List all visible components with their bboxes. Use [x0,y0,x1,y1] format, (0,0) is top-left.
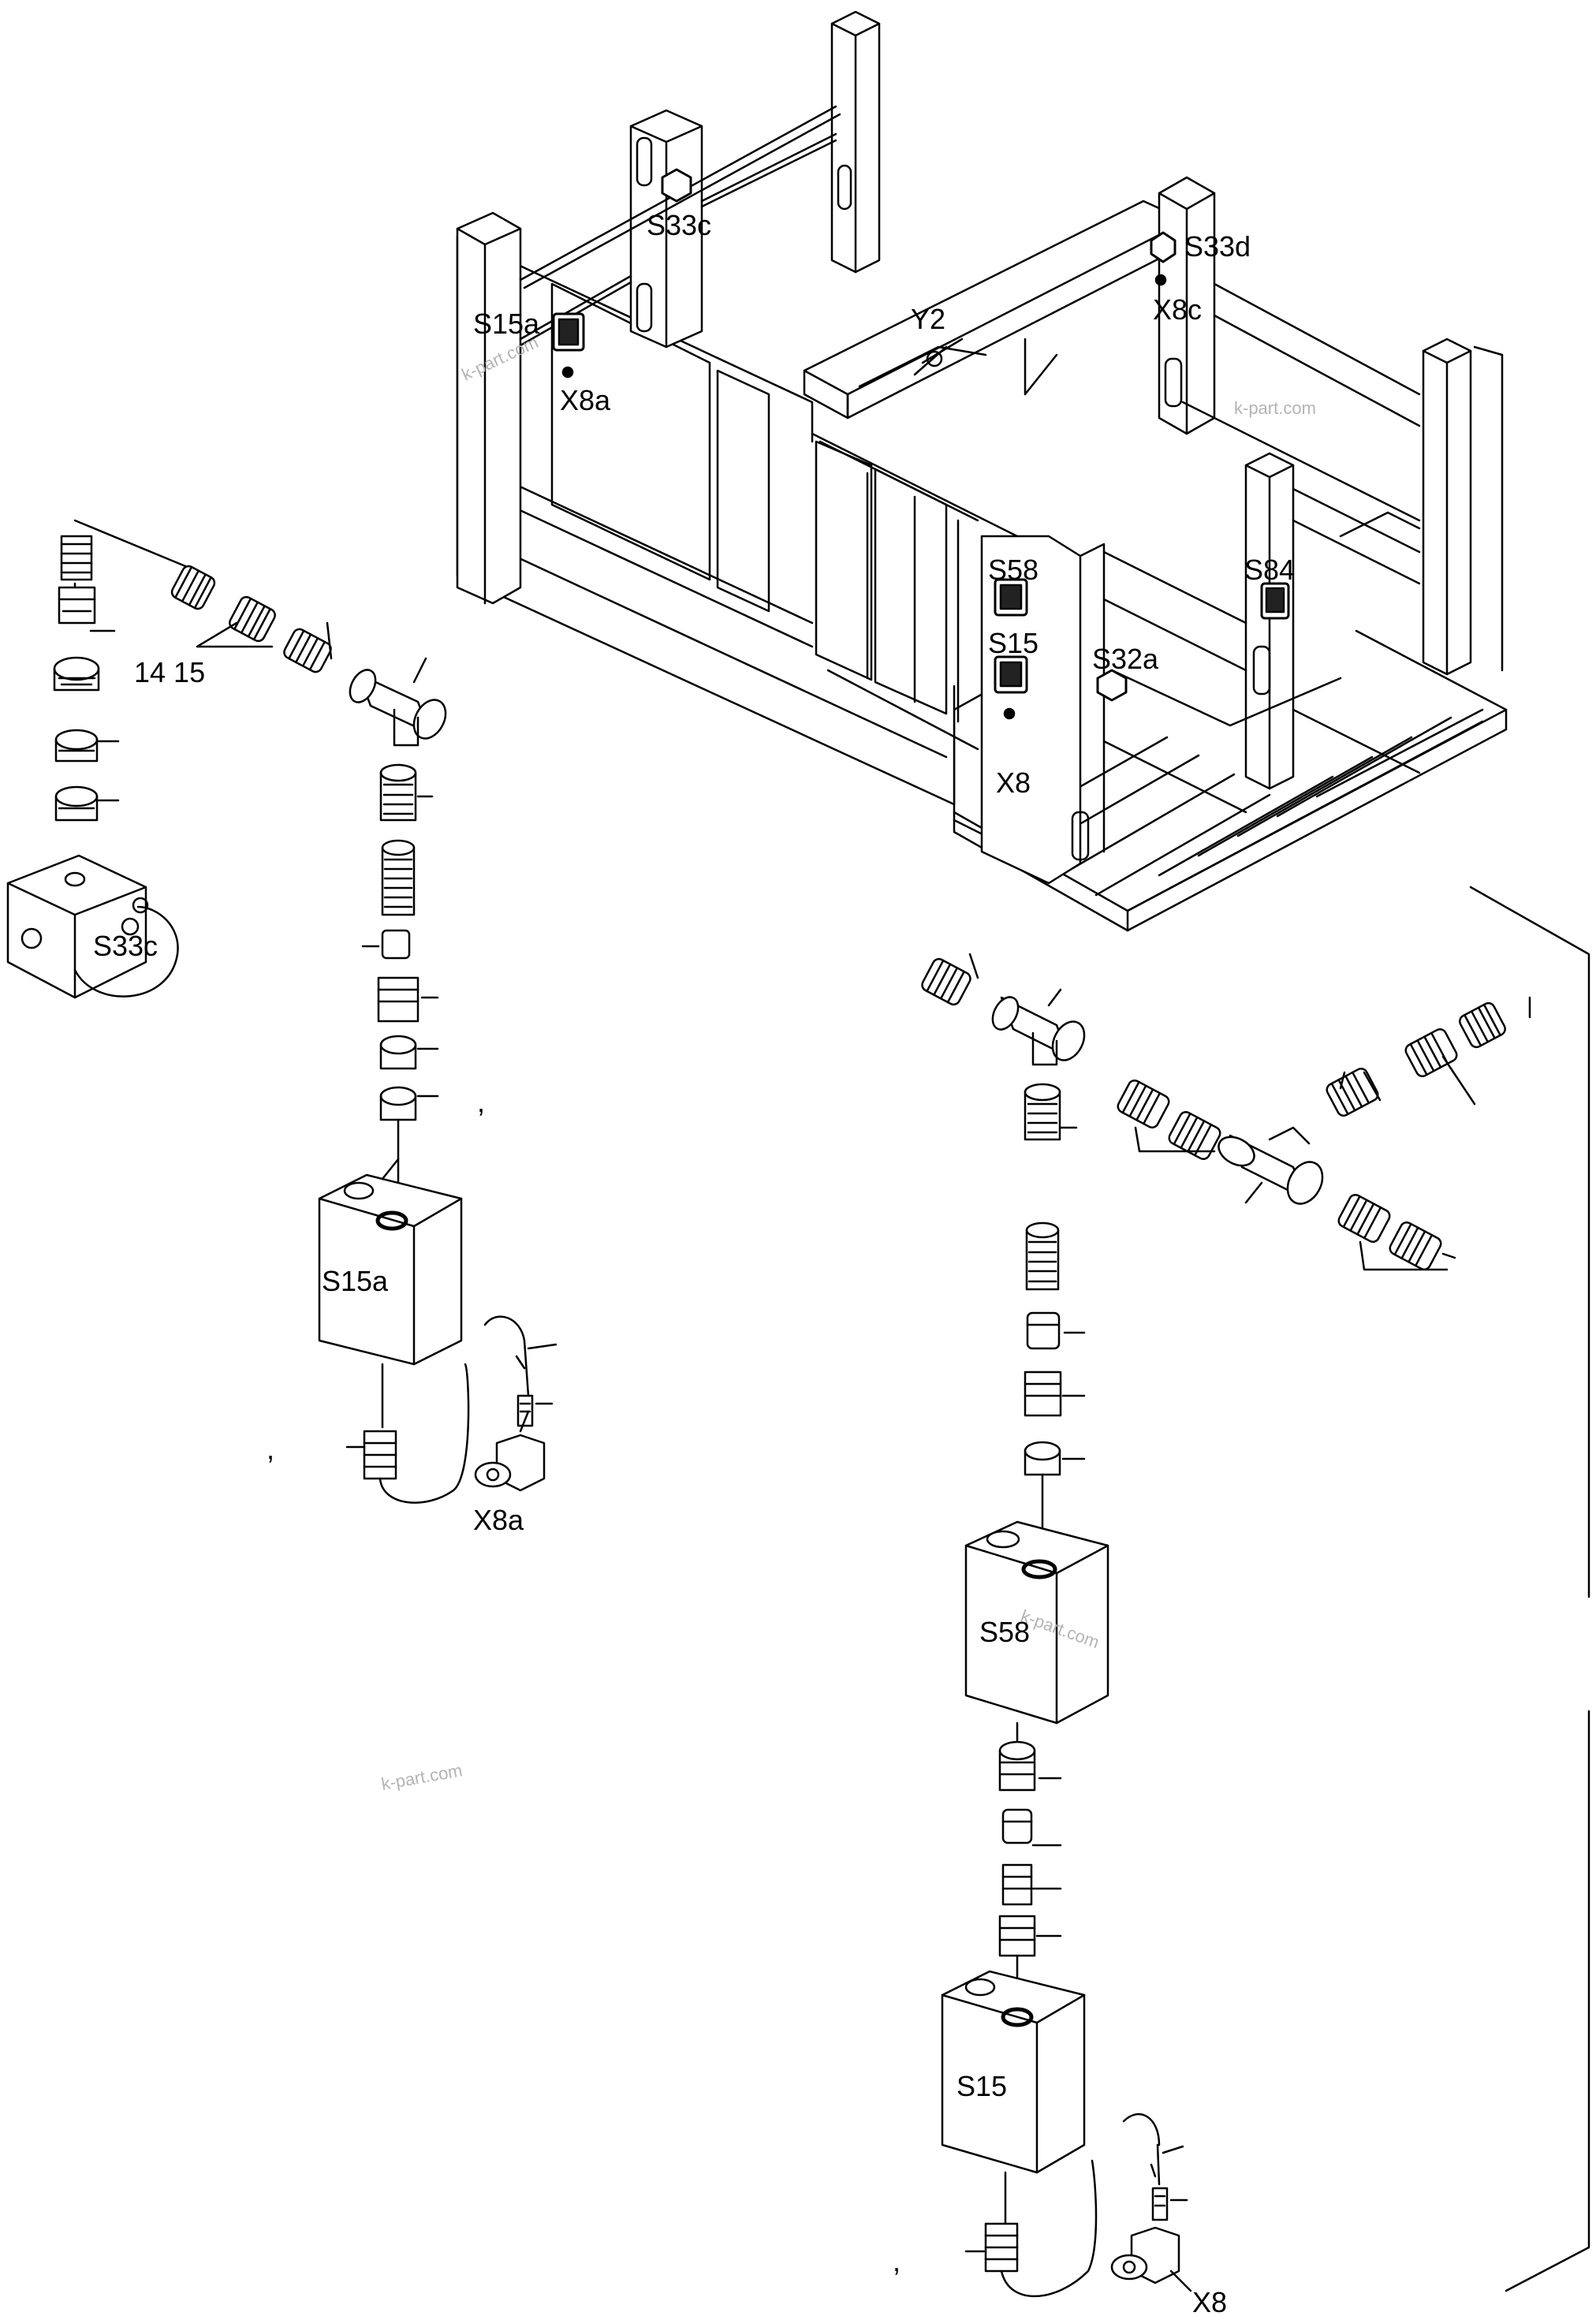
label-s58-part: S58 [979,1616,1030,1648]
group-bracket-upper [1469,886,1590,1598]
label-comma-2: , [267,1433,274,1465]
label-s33c-part: S33c [93,930,158,962]
label-item-14-15: 14 15 [134,656,205,688]
label-s15-top: S15 [988,627,1039,659]
label-x8a-top: X8a [560,384,611,416]
group-bracket-lower [1505,1710,1590,2292]
label-y2: Y2 [911,303,945,335]
label-comma-3: , [893,2245,901,2277]
watermark: k-part.com [380,1760,464,1794]
label-x8a-part: X8a [473,1504,524,1536]
watermark: k-part.com [1234,398,1316,418]
label-s84: S84 [1244,554,1295,586]
s58-s15-fitting-stack [921,953,1531,2298]
s33c-fitting-stack [6,519,191,999]
label-s58-top: S58 [988,554,1039,586]
label-comma-1: , [477,1086,485,1118]
callout-labels: S33c S33d X8c S15a Y2 X8a S58 S84 S15 S3… [93,209,1295,2316]
label-s15a-part: S15a [322,1265,389,1297]
machine-frame [456,10,1508,932]
label-x8-part: X8 [1192,2286,1227,2316]
s15a-upper-fittings [170,565,557,1504]
label-s32a: S32a [1092,643,1159,675]
label-s15a-top: S15a [473,308,540,340]
label-x8c: X8c [1153,293,1202,326]
label-s33c-top: S33c [647,209,711,241]
label-s33d: S33d [1184,230,1251,263]
label-s15-part: S15 [956,2070,1007,2102]
label-x8-top: X8 [996,766,1031,799]
